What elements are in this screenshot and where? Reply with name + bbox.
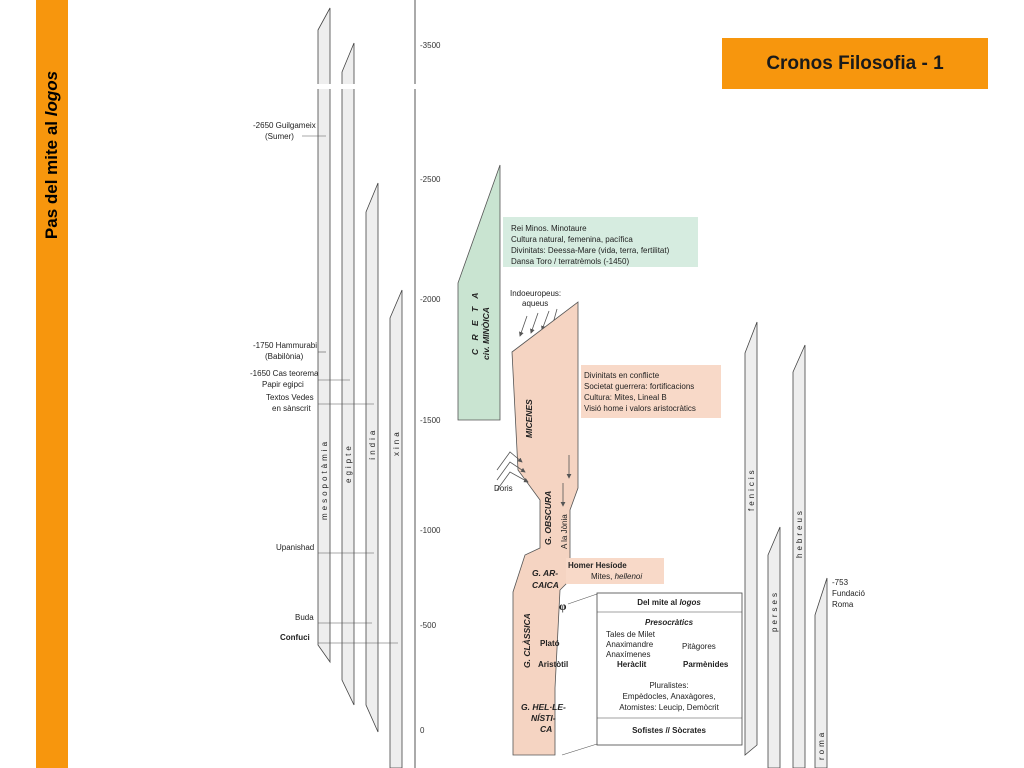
creta-shape — [457, 164, 501, 421]
heraclit-label: Heràclit — [617, 660, 647, 669]
tick-label: -3500 — [420, 41, 441, 50]
creta-sub-label: civ. MINÒICA — [480, 307, 491, 360]
event-vedes: Textos Vedes — [266, 393, 314, 402]
event-hammurabi: -1750 Hammurabi — [253, 341, 317, 350]
tick-label: -1000 — [420, 526, 441, 535]
event-roma-fundacio: Fundació — [832, 589, 865, 598]
doris-label: Doris — [494, 484, 513, 493]
title-box: Cronos Filosofia - 1 — [722, 38, 988, 89]
creta-info-box — [503, 217, 698, 267]
hellenistica-label: CA — [540, 724, 552, 734]
anaximandre-label: Anaximandre — [606, 640, 654, 649]
axis-break — [312, 84, 362, 89]
indoeuropeus-label: Indoeuropeus: — [510, 289, 561, 298]
left-events: -2650 Guilgameix (Sumer) -1750 Hammurabi… — [250, 121, 398, 644]
timeline-ticks: -3500 -2500 -2000 -1500 -1000 -500 0 — [420, 41, 441, 735]
bar-fenicis — [744, 321, 758, 756]
hellenistica-label: G. HEL·LE- — [521, 702, 566, 712]
event-confuci: Confuci — [280, 633, 310, 642]
bar-xina — [389, 289, 403, 768]
event-sanscrit: en sànscrit — [272, 404, 311, 413]
aqueus-label: aqueus — [522, 299, 548, 308]
doris-arrows — [496, 451, 529, 491]
pluralistes-label: Pluralistes: — [649, 681, 688, 690]
creta-info-line: Dansa Toro / terratrèmols (-1450) — [511, 257, 629, 266]
connector-line — [567, 593, 598, 605]
tales-label: Tales de Milet — [606, 630, 656, 639]
philosophy-box: Del mite al logos Presocràtics Tales de … — [596, 592, 743, 746]
homer-label: Homer Hesíode — [568, 561, 627, 570]
label-hebreus: hebreus — [795, 508, 804, 558]
micenes-info-line: Divinitats en conflicte — [584, 371, 660, 380]
arcaica-label: G. AR- — [532, 568, 558, 578]
indoeuropeus-arrows — [519, 308, 558, 337]
mites-label: Mites, hellenoi — [591, 572, 642, 581]
empedocles-label: Empèdocles, Anaxàgores, — [623, 692, 716, 701]
tick-label: 0 — [420, 726, 425, 735]
plato-label: Plató — [540, 639, 560, 648]
obscura-label: G. OBSCURA — [543, 491, 553, 545]
bar-egipte — [341, 42, 355, 706]
event-buda: Buda — [295, 613, 314, 622]
bar-mesopotamia — [317, 7, 331, 664]
micenes-info-box — [581, 365, 721, 418]
event-guilgameix: -2650 Guilgameix — [253, 121, 316, 130]
event-sumer: (Sumer) — [265, 132, 294, 141]
classica-label: G. CLÀSSICA — [522, 613, 532, 668]
label-mesopotamia: mesopotàmia — [320, 439, 329, 520]
aristotil-label: Aristòtil — [538, 660, 568, 669]
parmenides-label: Parmènides — [683, 660, 729, 669]
event-roma-roma: Roma — [832, 600, 854, 609]
label-egipte: egipte — [344, 443, 353, 483]
tick-label: -2000 — [420, 295, 441, 304]
jonia-arrows — [560, 455, 572, 507]
label-fenicis: fenicis — [747, 467, 756, 511]
tick-label: -500 — [420, 621, 437, 630]
bar-perses — [767, 526, 781, 768]
creta-label: C R E T A — [470, 290, 480, 355]
event-teorema: -1650 Cas teorema — [250, 369, 319, 378]
arcaica-info-box — [566, 558, 664, 584]
page-title: Cronos Filosofia - 1 — [766, 52, 944, 74]
pitagores-label: Pitàgores — [682, 642, 716, 651]
axis-break — [412, 84, 420, 89]
creta-info-line: Rei Minos. Minotaure — [511, 224, 587, 233]
tick-label: -2500 — [420, 175, 441, 184]
bar-roma — [814, 577, 828, 768]
jonia-label: A la Jònia — [560, 514, 569, 549]
sidebar-bar — [36, 0, 68, 768]
presocratics-label: Presocràtics — [645, 618, 694, 627]
micenes-info-line: Societat guerrera: fortificacions — [584, 382, 694, 391]
tick-label: -1500 — [420, 416, 441, 425]
anaximenes-label: Anaxímenes — [606, 650, 650, 659]
event-upanishad: Upanishad — [276, 543, 314, 552]
label-india: índia — [368, 428, 377, 460]
label-xina: xina — [392, 429, 401, 456]
connector-line — [561, 743, 598, 756]
event-papir: Papir egipci — [262, 380, 304, 389]
label-roma: roma — [817, 730, 826, 760]
creta-info-line: Divinitats: Deessa-Mare (vida, terra, fe… — [511, 246, 670, 255]
hellenistica-label: NÍSTI- — [531, 713, 556, 723]
label-perses: perses — [770, 590, 779, 632]
phi-symbol: φ — [559, 599, 567, 613]
greece-shape — [511, 301, 579, 756]
creta-info-line: Cultura natural, femenina, pacífica — [511, 235, 633, 244]
micenes-info-line: Visió home i valors aristocràtics — [584, 404, 696, 413]
bar-india — [365, 182, 379, 733]
atomistes-label: Atomistes: Leucip, Demòcrit — [619, 703, 719, 712]
event-roma-year: -753 — [832, 578, 849, 587]
micenes-info-line: Cultura: Mites, Lineal B — [584, 393, 667, 402]
sofistes-label: Sofistes // Sòcrates — [632, 726, 706, 735]
bar-hebreus — [792, 344, 806, 768]
micenes-label: MICENES — [524, 399, 534, 438]
arcaica-label: CAICA — [532, 580, 559, 590]
philosophy-title: Del mite al logos — [637, 598, 701, 607]
event-babilonia: (Babilònia) — [265, 352, 304, 361]
